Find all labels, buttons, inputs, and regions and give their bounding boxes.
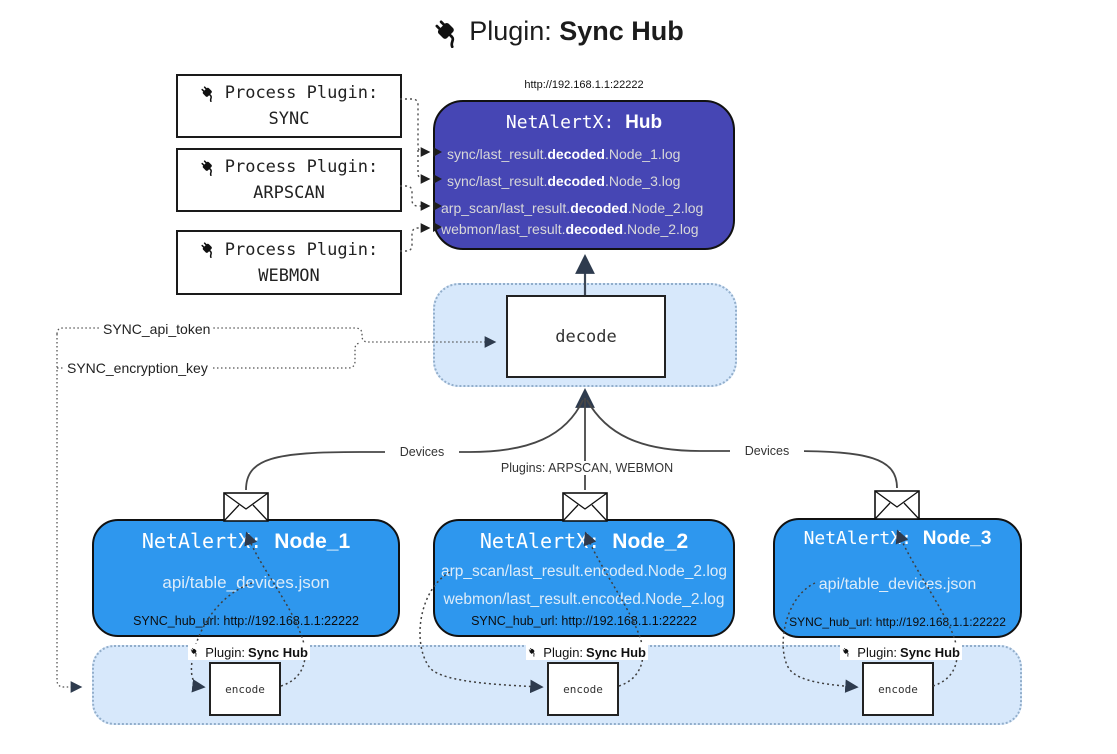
process-plugin-name: WEBMON	[258, 265, 320, 286]
encode-plugin-label: Plugin: Sync Hub	[840, 644, 962, 660]
connector-webmon-to-hub	[400, 223, 431, 252]
process-plugin-label: Process Plugin:	[224, 83, 379, 103]
node-title: NetAlertX: Node_1	[141, 529, 351, 553]
connector-key-drop	[56, 334, 83, 693]
plug-icon	[201, 85, 212, 102]
node-title: NetAlertX: Node_3	[803, 528, 992, 549]
hub-node: NetAlertX: Hub sync/last_result.decoded.…	[433, 100, 735, 250]
hub-log-line: arp_scan/last_result.decoded.Node_2.log	[441, 200, 704, 216]
node-line: webmon/last_result.encoded.Node_2.log	[443, 591, 725, 608]
hub-title-prefix: NetAlertX:	[505, 112, 626, 133]
plug-icon	[842, 648, 849, 657]
process-plugin-name: SYNC	[268, 109, 310, 129]
connector-arpscan-to-hub	[400, 185, 431, 211]
node-hub-url: SYNC_hub_url: http://192.168.1.1:22222	[789, 615, 1006, 629]
node-hub-url: SYNC_hub_url: http://192.168.1.1:22222	[471, 614, 697, 628]
sync-api-token-label: SYNC_api_token	[100, 321, 214, 337]
encode-box: encode	[547, 662, 619, 716]
plug-icon	[435, 20, 455, 48]
connector-sync-to-hub-2	[417, 150, 431, 184]
encode-box: encode	[209, 662, 281, 716]
node-line: api/table_devices.json	[818, 576, 977, 593]
page-title-bold: Sync Hub	[559, 16, 684, 46]
node-1: NetAlertX: Node_1 api/table_devices.json…	[92, 519, 400, 637]
sync-encryption-key-label: SYNC_encryption_key	[64, 360, 211, 376]
encode-plugin-label: Plugin: Sync Hub	[526, 644, 648, 660]
hub-log-line: sync/last_result.decoded.Node_1.log	[447, 146, 681, 162]
process-plugin-webmon: Process Plugin: WEBMON	[176, 230, 402, 295]
hub-url-label: http://192.168.1.1:22222	[524, 79, 644, 91]
process-plugin-name: ARPSCAN	[253, 183, 325, 203]
envelope-icon	[562, 492, 608, 522]
plug-icon	[201, 242, 212, 258]
page-title-prefix: Plugin:	[469, 16, 560, 46]
node-line: api/table_devices.json	[162, 573, 330, 592]
plug-icon	[528, 648, 535, 657]
plug-icon	[201, 159, 212, 176]
process-plugin-label: Process Plugin:	[224, 157, 379, 177]
process-plugin-sync: Process Plugin: SYNC	[176, 74, 402, 138]
envelope-icon	[874, 490, 920, 520]
edge-label-devices-right: Devices	[730, 444, 804, 458]
node-title: NetAlertX: Node_2	[479, 529, 689, 553]
encode-plugin-label: Plugin: Sync Hub	[188, 644, 310, 660]
envelope-icon	[223, 492, 269, 522]
page-title: Plugin: Sync Hub	[0, 16, 1117, 48]
edge-label-devices-left: Devices	[385, 445, 459, 459]
encode-box: encode	[862, 662, 934, 716]
process-plugin-label: Process Plugin:	[224, 239, 379, 260]
node-2: NetAlertX: Node_2 arp_scan/last_result.e…	[433, 519, 735, 637]
edge-label-plugins: Plugins: ARPSCAN, WEBMON	[495, 461, 679, 475]
hub-log-line: sync/last_result.decoded.Node_3.log	[447, 173, 681, 189]
node-hub-url: SYNC_hub_url: http://192.168.1.1:22222	[133, 614, 359, 628]
connector-sync-to-hub	[400, 98, 431, 157]
hub-title: NetAlertX: Hub	[435, 112, 733, 134]
node-line: arp_scan/last_result.encoded.Node_2.log	[440, 563, 728, 580]
node-3: NetAlertX: Node_3 api/table_devices.json…	[773, 518, 1022, 638]
hub-title-bold: Hub	[625, 112, 663, 133]
decode-box: decode	[506, 295, 666, 378]
process-plugin-arpscan: Process Plugin: ARPSCAN	[176, 148, 402, 212]
hub-log-line: webmon/last_result.decoded.Node_2.log	[441, 221, 699, 237]
plug-icon	[190, 648, 197, 657]
